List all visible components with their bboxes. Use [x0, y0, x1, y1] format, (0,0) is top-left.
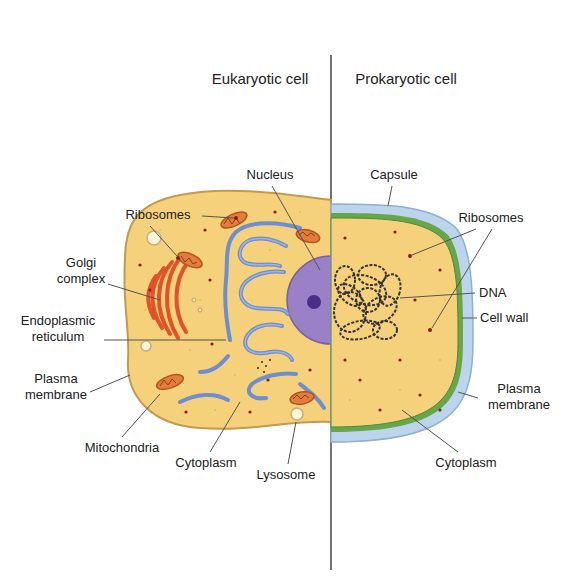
part-label: Plasma membrane [480, 381, 558, 413]
part-label: Ribosomes [114, 207, 202, 223]
part-label: DNA [479, 285, 529, 301]
cell-heading: Prokaryotic cell [336, 70, 476, 88]
part-label: Cell wall [480, 310, 550, 326]
cell-heading: Eukaryotic cell [190, 70, 330, 88]
part-label: Lysosome [246, 467, 326, 483]
part-label: Mitochondria [72, 440, 172, 456]
part-label: Cytoplasm [426, 455, 506, 471]
part-label: Cytoplasm [166, 455, 246, 471]
part-label: Nucleus [236, 167, 304, 183]
part-label: Plasma membrane [18, 371, 94, 403]
part-label: Endoplasmic reticulum [6, 313, 110, 345]
part-label: Capsule [358, 167, 430, 183]
part-label: Ribosomes [446, 210, 536, 226]
part-label: Golgi complex [48, 255, 114, 287]
